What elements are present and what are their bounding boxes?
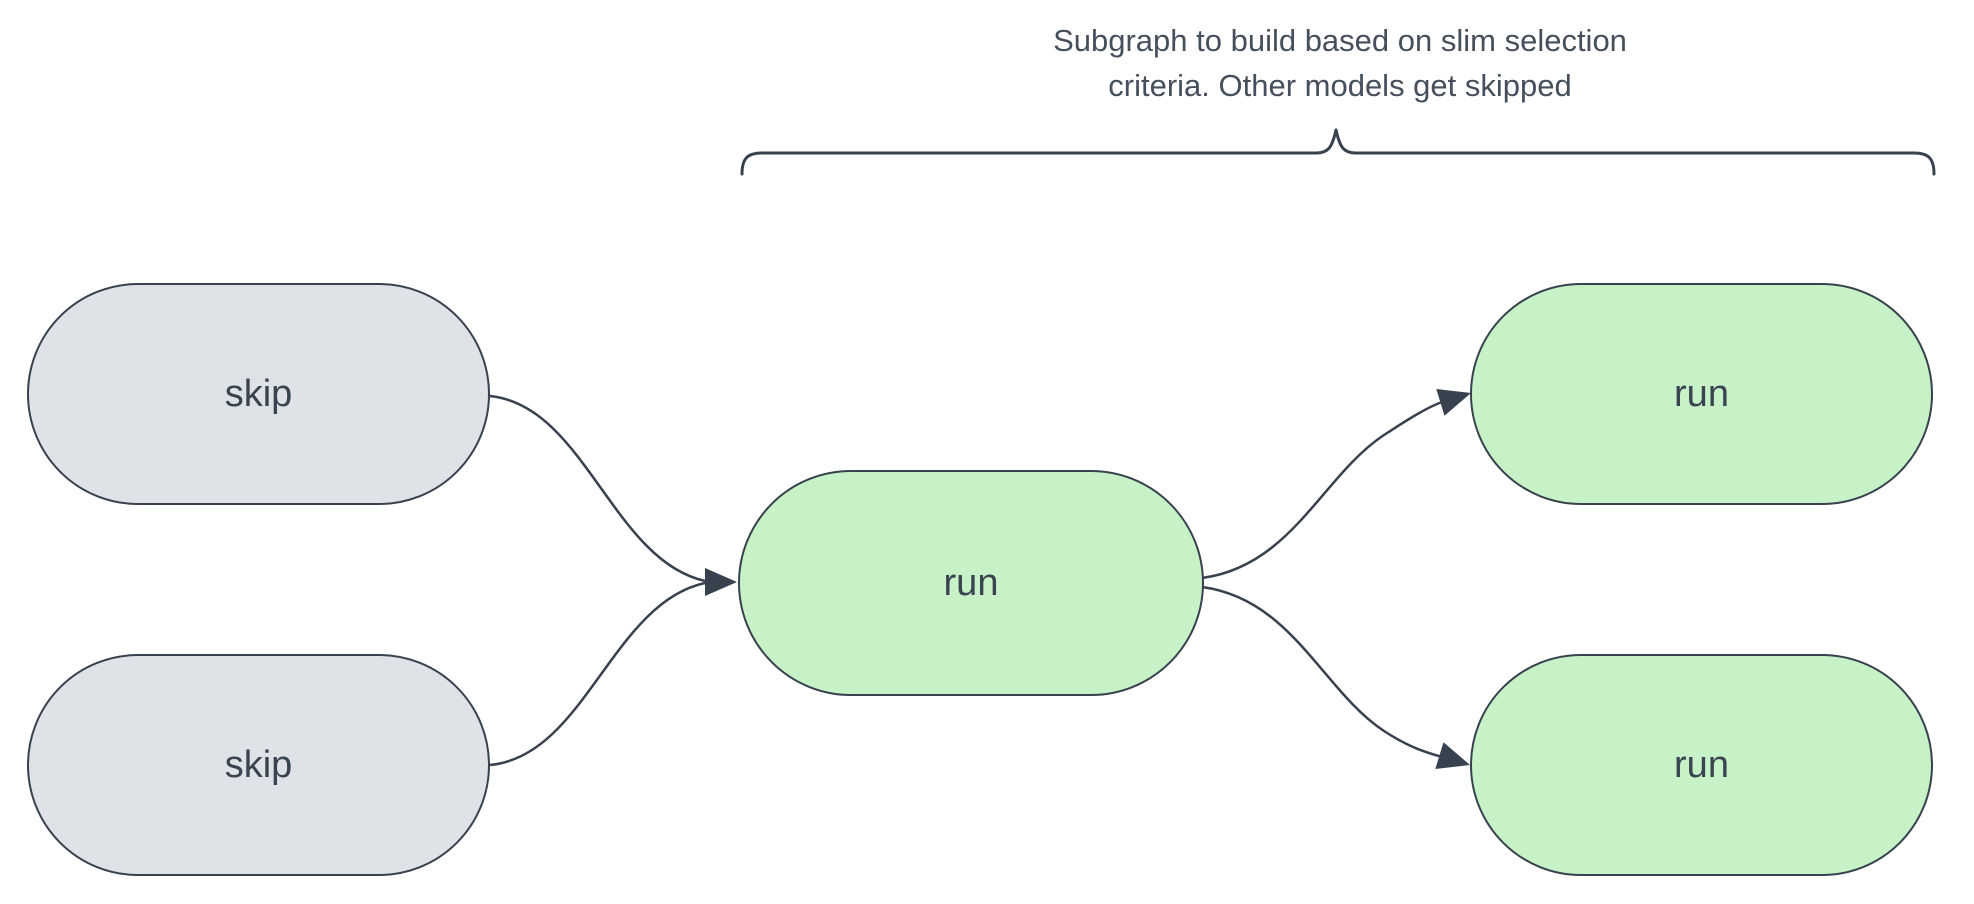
edge-run-center-to-run-bottom-right [1201, 585, 1443, 759]
node-label: skip [224, 743, 293, 786]
node-skip-bottom: skip [27, 654, 490, 876]
node-label: run [943, 561, 999, 604]
arrowhead-into-run-top-right [1436, 388, 1471, 416]
edge-skip-top-to-run-center [489, 394, 706, 583]
node-skip-top: skip [27, 283, 490, 505]
brace [740, 128, 1936, 176]
node-label: run [1674, 372, 1729, 415]
node-run-center: run [738, 470, 1204, 696]
annotation-line-1: Subgraph to build based on slim selectio… [1053, 23, 1627, 58]
node-run-top-right: run [1470, 283, 1933, 505]
annotation-line-2: criteria. Other models get skipped [1108, 68, 1572, 103]
annotation-text: Subgraph to build based on slim selectio… [960, 18, 1720, 108]
node-label: run [1674, 743, 1729, 786]
edge-skip-bottom-to-run-center [489, 581, 706, 767]
arrowhead-into-run-bottom-right [1435, 742, 1470, 770]
node-label: skip [224, 372, 293, 415]
edge-run-center-to-run-top-right [1201, 400, 1443, 580]
arrowhead-into-run-center [705, 568, 737, 596]
node-run-bottom-right: run [1470, 654, 1933, 876]
